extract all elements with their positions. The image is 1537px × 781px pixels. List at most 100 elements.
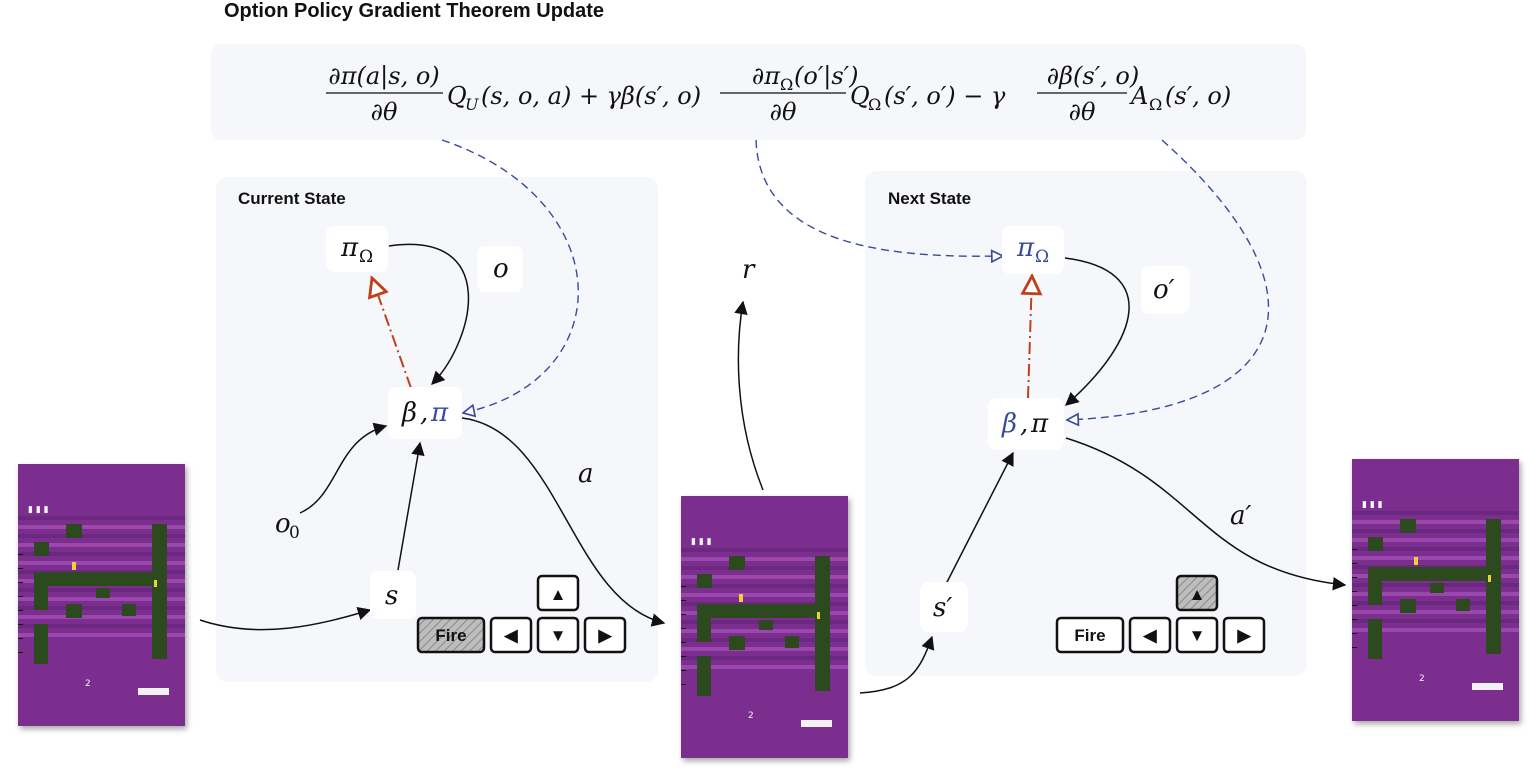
termination-arrow-next xyxy=(1028,276,1032,399)
status-bar xyxy=(138,688,169,695)
gradient-arrow-to-next-pi-omega xyxy=(755,139,1003,256)
term2-args: (s′, o′) − γ xyxy=(884,82,1006,110)
key-left-next xyxy=(1128,616,1172,654)
s-label: s xyxy=(385,581,398,611)
term3-args: (s′, o) xyxy=(1165,82,1231,110)
term2-numerator-b: (o′|s′) xyxy=(794,62,858,91)
term2-numerator-sub: Ω xyxy=(780,75,793,94)
game-screen-current: ▮ ▮ ▮ 2 xyxy=(18,464,185,726)
arrow-pi-omega-to-beta-pi xyxy=(388,243,470,385)
term1-numerator: ∂π(a|s, o) xyxy=(328,62,439,91)
game-screen-next: ▮ ▮ ▮ 2 xyxy=(1352,459,1519,721)
keypad-current: ▲ Fire ◀ ▼ ▶ xyxy=(416,574,627,654)
game-screen-middle: ▮ ▮ ▮ 2 xyxy=(681,496,848,758)
status-bar xyxy=(801,720,832,727)
formula-box xyxy=(211,44,1306,140)
key-left-glyph-next: ◀ xyxy=(1142,626,1157,645)
term2-q-sub: Ω xyxy=(868,95,881,114)
term1-args: (s, o, a) + γβ(s′, o) xyxy=(481,82,701,110)
status-bar xyxy=(1472,683,1503,690)
arrow-next-pi-omega-to-beta-pi xyxy=(1064,257,1130,406)
node-box-o-prime xyxy=(1141,266,1189,314)
key-down-next xyxy=(1175,616,1219,654)
term2-denominator: ∂θ xyxy=(770,98,797,126)
policy-gradient-formula: ∂π(a|s, o) ∂θ Q U (s, o, a) + γβ(s′, o) … xyxy=(326,62,1231,126)
term3-a-sub: Ω xyxy=(1149,95,1162,114)
arrow-o0-to-beta-pi xyxy=(299,422,388,514)
key-left-glyph: ◀ xyxy=(503,626,518,645)
o-prime-label: o′ xyxy=(1153,275,1175,305)
next-pi-omega-sub: Ω xyxy=(1035,247,1049,267)
key-right xyxy=(583,616,627,654)
node-box-o xyxy=(477,246,523,292)
lives-indicator: ▮ ▮ ▮ xyxy=(28,505,49,515)
arrow-screen-to-s-prime xyxy=(859,635,935,694)
arrow-action-a-prime xyxy=(1065,437,1347,591)
term3-numerator: ∂β(s′, o) xyxy=(1047,62,1139,90)
arrow-reward-r xyxy=(734,300,764,491)
room-number: 2 xyxy=(748,711,754,721)
term3-denominator: ∂θ xyxy=(1069,98,1096,126)
next-beta-label-blue: β xyxy=(1001,409,1017,439)
term1-q: Q xyxy=(447,82,467,110)
next-comma-label: , xyxy=(1020,409,1028,439)
keypad-next: ▲ Fire ◀ ▼ ▶ xyxy=(1055,574,1266,654)
key-down-glyph: ▼ xyxy=(550,626,567,645)
gradient-arrow-to-next-beta-pi xyxy=(1067,139,1270,420)
next-state-panel xyxy=(865,171,1307,676)
key-right-glyph-next: ▶ xyxy=(1236,626,1251,645)
key-right-glyph: ▶ xyxy=(597,626,612,645)
beta-label: β xyxy=(401,398,417,428)
a-prime-label: a′ xyxy=(1230,501,1252,531)
key-up-glyph: ▲ xyxy=(550,585,567,604)
pi-omega-sub: Ω xyxy=(359,247,373,267)
arrow-action-a xyxy=(461,417,666,627)
arrow-screen-to-s xyxy=(199,607,372,631)
key-down xyxy=(536,616,580,654)
next-pi-label: π xyxy=(1030,409,1049,439)
room-number: 2 xyxy=(1419,674,1425,684)
node-box-pi-omega xyxy=(326,226,388,272)
key-fire-label-next: Fire xyxy=(1074,626,1105,645)
current-state-label: Current State xyxy=(238,189,346,208)
a-label: a xyxy=(578,459,594,489)
diagram-title: Option Policy Gradient Theorem Update xyxy=(224,0,605,22)
node-box-s-prime xyxy=(920,582,968,632)
termination-arrow-current xyxy=(372,278,412,389)
key-left xyxy=(489,616,533,654)
arrow-s-prime-to-beta-pi xyxy=(943,451,1014,589)
pi-omega-label: π xyxy=(340,233,359,263)
next-pi-omega-label: π xyxy=(1016,233,1035,263)
comma-label: , xyxy=(420,398,428,428)
term1-q-sub: U xyxy=(465,95,479,114)
o-label: o xyxy=(493,254,509,284)
key-down-glyph-next: ▼ xyxy=(1189,626,1206,645)
key-up-pressed xyxy=(1175,574,1219,612)
pi-label-blue: π xyxy=(430,398,449,428)
term3-a: A xyxy=(1129,82,1148,110)
key-fire xyxy=(1055,616,1125,654)
node-box-next-beta-pi xyxy=(988,398,1064,450)
term2-numerator-a: ∂π xyxy=(752,62,781,90)
term1-denominator: ∂θ xyxy=(371,98,398,126)
node-box-s xyxy=(370,571,416,619)
s-prime-label: s′ xyxy=(933,593,952,623)
term2-q: Q xyxy=(850,82,870,110)
o0-label: o xyxy=(275,509,291,539)
key-up xyxy=(536,574,580,612)
r-label: r xyxy=(742,255,756,285)
node-box-next-pi-omega xyxy=(1002,226,1064,274)
node-box-beta-pi xyxy=(388,387,462,439)
key-fire-pressed xyxy=(416,616,486,654)
key-right-next xyxy=(1222,616,1266,654)
arrow-s-to-beta-pi xyxy=(397,441,425,571)
lives-indicator: ▮ ▮ ▮ xyxy=(691,537,712,547)
lives-indicator: ▮ ▮ ▮ xyxy=(1362,500,1383,510)
room-number: 2 xyxy=(85,679,91,689)
next-state-label: Next State xyxy=(888,189,971,208)
o0-sub: 0 xyxy=(289,523,300,543)
key-fire-label: Fire xyxy=(435,626,466,645)
key-up-glyph-next: ▲ xyxy=(1189,585,1206,604)
gradient-arrow-to-current-beta-pi xyxy=(441,139,579,413)
